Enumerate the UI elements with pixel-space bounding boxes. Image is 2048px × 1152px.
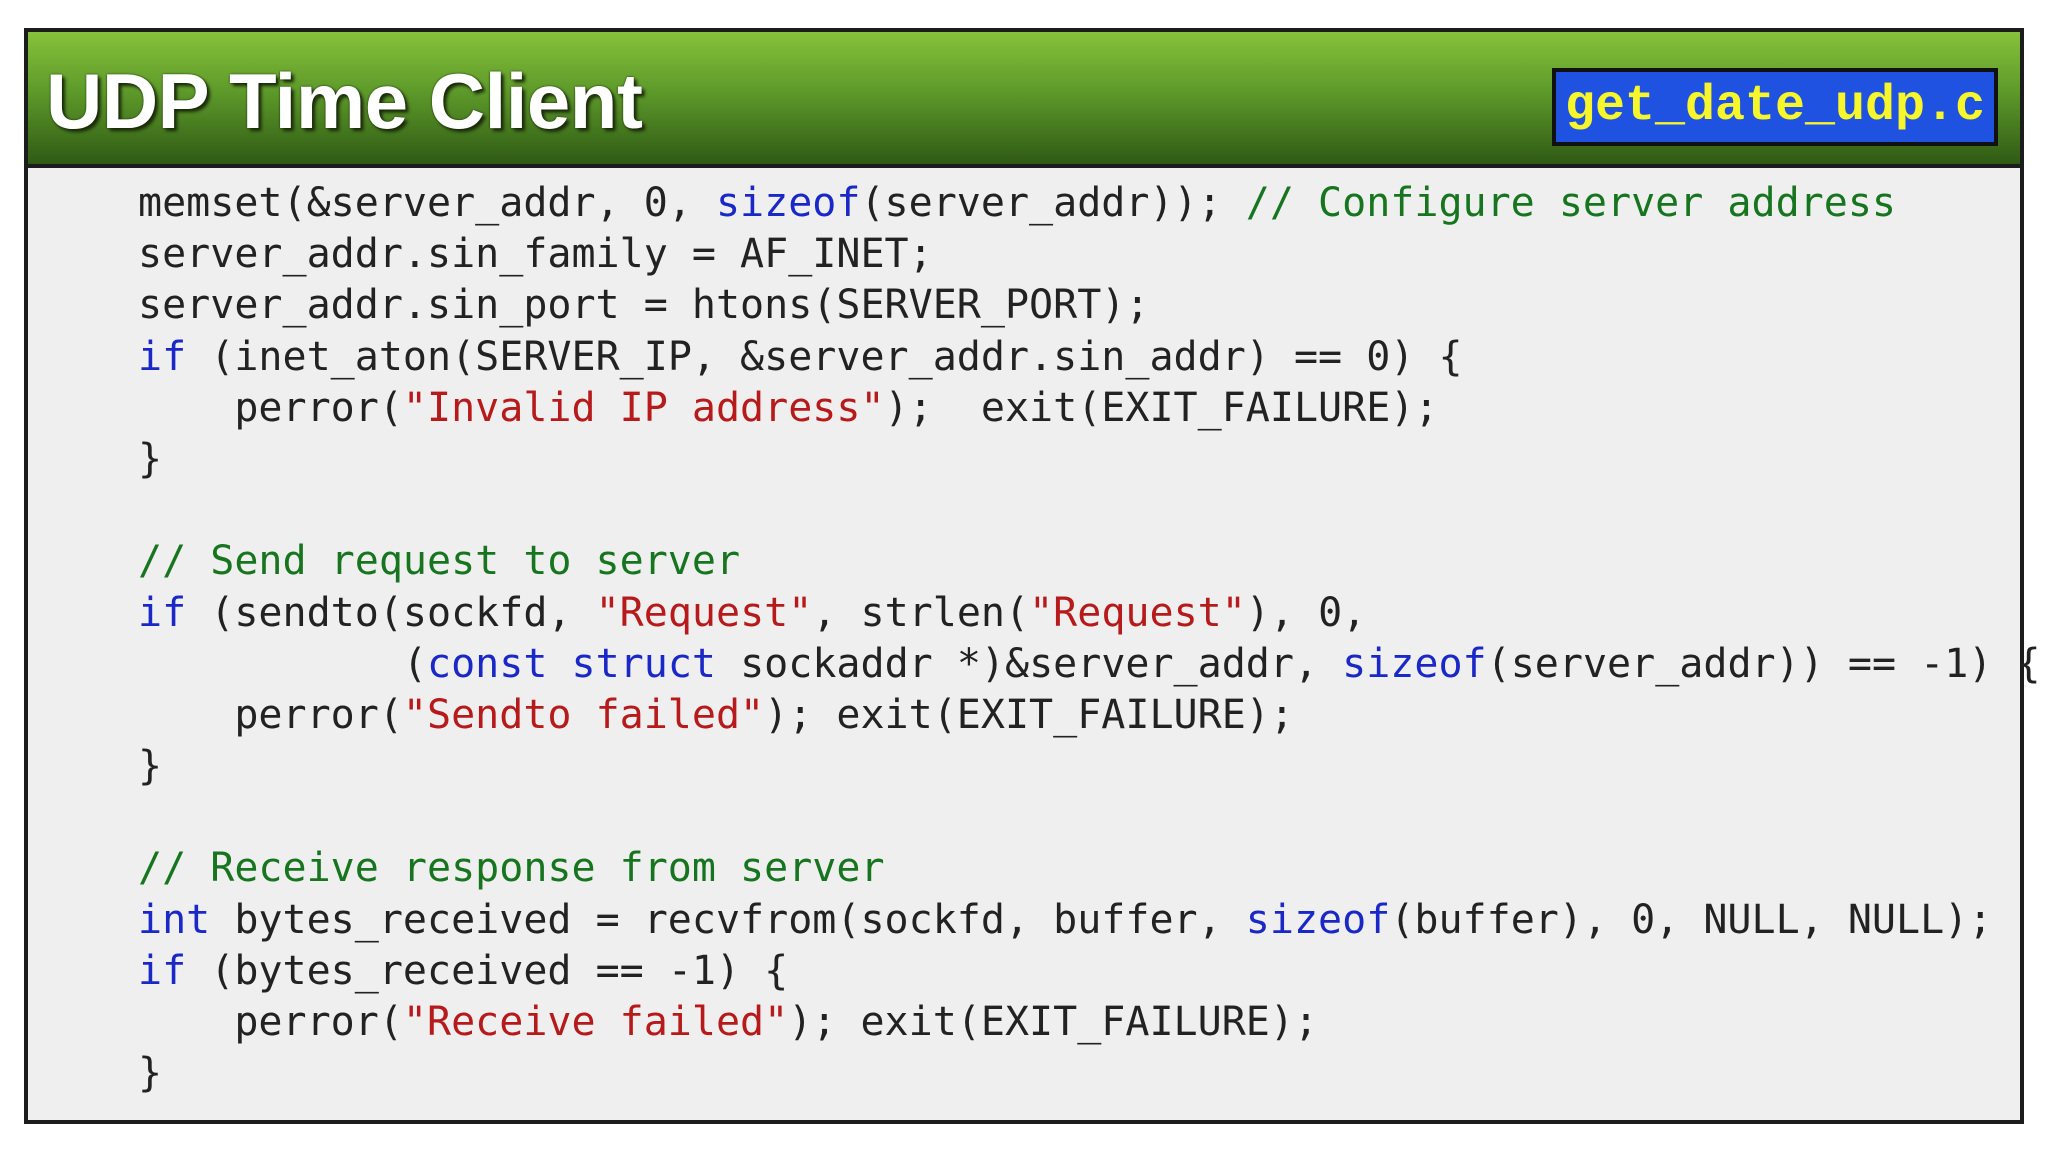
code-text: (inet_aton(SERVER_IP, &server_addr.sin_a… [186,333,1463,380]
code-text: (bytes_received == -1) { [186,947,789,994]
code-line: perror("Sendto failed"); exit(EXIT_FAILU… [138,690,2018,741]
code-string: "Request" [595,589,813,636]
code-text: (server_addr)); [860,180,1246,226]
code-line: (const struct sockaddr *)&server_addr, s… [138,639,2041,690]
code-line: // Send request to server [138,536,2018,587]
code-text: server_addr.sin_port = htons(SERVER_PORT… [138,282,1150,329]
code-keyword: sizeof [1245,896,1391,943]
code-keyword: if [138,947,187,994]
code-comment: // Configure server address [1245,180,1896,226]
code-text: sockaddr *)&server_addr, [716,640,1343,687]
title-bar: UDP Time Client get_date_udp.c [28,32,2020,168]
code-line: } [138,1048,2018,1099]
code-text: (server_addr)) == -1) { [1486,640,2041,687]
code-line: if (inet_aton(SERVER_IP, &server_addr.si… [138,332,2018,383]
code-line: } [138,741,2018,792]
code-text: perror( [138,384,403,431]
code-keyword: if [138,333,187,380]
code-comment: // Send request to server [138,538,741,585]
code-string: "Invalid IP address" [402,384,885,431]
code-keyword: sizeof [715,180,861,226]
code-string: "Sendto failed" [402,691,765,738]
code-keyword: const [426,640,548,687]
code-line [138,792,2018,843]
code-keyword: sizeof [1342,640,1487,687]
code-text: perror( [138,999,403,1045]
code-block: memset(&server_addr, 0, sizeof(server_ad… [138,178,2041,1099]
code-keyword: struct [571,640,717,687]
code-text: } [138,1050,163,1097]
code-text: ( [138,640,427,687]
code-line: int bytes_received = recvfrom(sockfd, bu… [138,895,2018,946]
code-line: } [138,434,2018,485]
code-comment: // Receive response from server [138,845,885,892]
code-text: ); exit(EXIT_FAILURE); [788,999,1319,1045]
code-line: memset(&server_addr, 0, sizeof(server_ad… [138,178,2018,229]
code-line: perror("Invalid IP address"); exit(EXIT_… [138,383,2018,434]
code-line [138,485,2018,536]
code-line: if (bytes_received == -1) { [138,946,2018,997]
code-text [547,641,571,687]
code-text: ), 0, [1245,589,1367,636]
code-line: server_addr.sin_port = htons(SERVER_PORT… [138,280,2018,331]
slide: UDP Time Client get_date_udp.c memset(&s… [24,28,2041,1124]
code-keyword: if [138,589,187,636]
code-text: perror( [138,691,403,738]
code-text: server_addr.sin_family = AF_INET; [138,231,933,278]
code-string: "Request" [1029,589,1246,636]
code-text: (buffer), 0, NULL, NULL); [1390,896,1993,943]
code-text: , strlen( [812,589,1030,636]
code-string: "Receive failed" [402,999,789,1045]
slide-title: UDP Time Client [46,57,643,145]
code-line: perror("Receive failed"); exit(EXIT_FAIL… [138,997,2018,1048]
code-text: ); exit(EXIT_FAILURE); [764,691,1294,738]
code-keyword: int [138,896,211,943]
code-text: (sendto(sockfd, [186,589,596,636]
code-text: } [138,743,163,790]
code-line: server_addr.sin_family = AF_INET; [138,229,2018,280]
code-text: ); exit(EXIT_FAILURE); [884,384,1439,431]
code-text: } [138,435,163,482]
code-text: bytes_received = recvfrom(sockfd, buffer… [210,896,1246,943]
code-line: // Receive response from server [138,843,2018,894]
filename-badge: get_date_udp.c [1552,68,1998,146]
code-line: if (sendto(sockfd, "Request", strlen("Re… [138,588,2018,639]
code-text: memset(&server_addr, 0, [138,180,716,226]
